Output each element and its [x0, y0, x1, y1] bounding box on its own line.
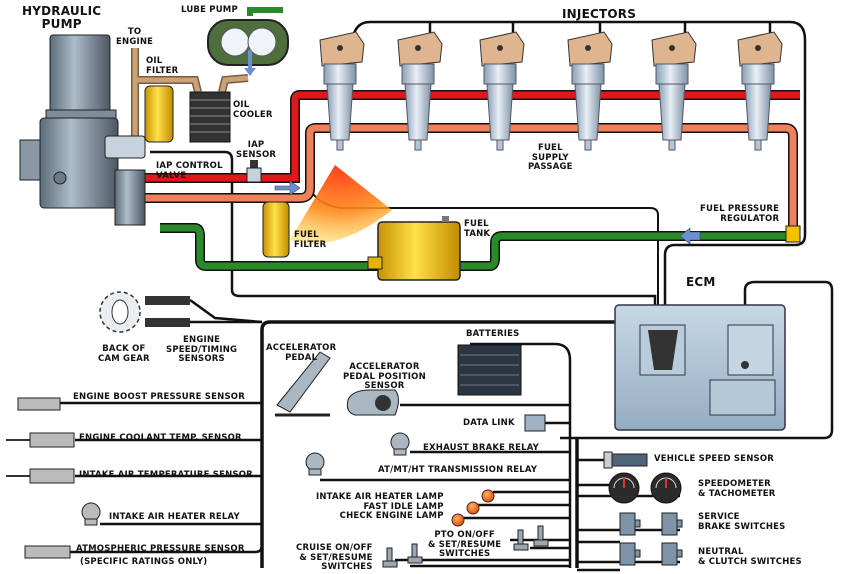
pto-switches-label: PTO ON/OFF & SET/RESUME SWITCHES: [428, 530, 502, 559]
oil-cooler: [189, 91, 231, 143]
accelerator-pedal: [275, 351, 331, 417]
flow-arrow-icon: [274, 180, 301, 196]
injector: [397, 31, 443, 151]
exhaust-brake-relay-label: EXHAUST BRAKE RELAY: [423, 443, 540, 453]
tachometer-gauge-icon: [650, 472, 682, 504]
transmission-relay-label: AT/MT/HT TRANSMISSION RELAY: [378, 465, 538, 475]
injector: [737, 31, 783, 151]
engine-speed-timing-sensors-label: ENGINE SPEED/TIMING SENSORS: [166, 335, 238, 364]
pto-switch-icon: [533, 525, 549, 547]
oil-filter-label: OIL FILTER: [146, 56, 179, 76]
injectors-label: INJECTORS: [562, 7, 637, 21]
lube-pump-inlet: [247, 7, 283, 16]
ecm: [614, 304, 786, 431]
accelerator-pedal-position-sensor: [346, 389, 399, 416]
lube-pump-label: LUBE PUMP: [181, 5, 238, 15]
boost-pressure-sensor-icon: [17, 397, 61, 411]
cruise-switches-label: CRUISE ON/OFF & SET/RESUME SWITCHES: [296, 543, 373, 572]
wiring-harness: [60, 20, 834, 572]
ecm-label: ECM: [686, 275, 716, 289]
fuel-filter-label: FUEL FILTER: [294, 230, 327, 250]
intake-air-temp-sensor-icon: [6, 468, 75, 484]
accelerator-pedal-position-sensor-label: ACCELERATOR PEDAL POSITION SENSOR: [343, 362, 426, 391]
fuel-pressure-regulator-label: FUEL PRESSURE REGULATOR: [700, 204, 780, 224]
cruise-switch-icon: [407, 543, 423, 564]
hydraulic-pump: [19, 34, 146, 226]
atmospheric-pressure-sensor-icon: [24, 545, 71, 559]
indicator-lamps: [451, 489, 495, 527]
fuel-filter: [262, 201, 290, 258]
neutral-clutch-switches-label: NEUTRAL & CLUTCH SWITCHES: [698, 547, 802, 567]
lube-pump: [207, 19, 289, 76]
clutch-switch-icon: [661, 542, 683, 566]
vehicle-speed-sensor-label: VEHICLE SPEED SENSOR: [654, 454, 774, 464]
speedometer-gauge-icon: [608, 472, 640, 504]
back-of-cam-gear-label: BACK OF CAM GEAR: [98, 344, 150, 364]
service-brake-switch-icon: [619, 512, 641, 536]
speedometer-tachometer-label: SPEEDOMETER & TACHOMETER: [698, 479, 776, 499]
exhaust-brake-relay-icon: [390, 432, 410, 456]
data-link-label: DATA LINK: [463, 418, 515, 428]
engine-coolant-temp-sensor-label: ENGINE COOLANT TEMP. SENSOR: [79, 433, 242, 443]
hydraulic-pump-label: HYDRAULIC PUMP: [22, 4, 102, 31]
injector: [651, 31, 697, 151]
accelerator-pedal-label: ACCELERATOR PEDAL: [266, 343, 337, 363]
intake-air-temperature-sensor-label: INTAKE AIR TEMPERATURE SENSOR: [79, 470, 253, 480]
injector: [319, 31, 365, 151]
injector: [567, 31, 613, 151]
transmission-relay-icon: [305, 452, 325, 476]
speed-timing-sensors: [145, 296, 190, 327]
oil-cooler-label: OIL COOLER: [233, 100, 273, 120]
injectors: [319, 31, 783, 151]
iap-sensor-label: IAP SENSOR: [236, 140, 277, 160]
cruise-switch-icon: [382, 547, 398, 568]
iap-sensor: [246, 160, 262, 183]
vehicle-speed-sensor-icon: [603, 451, 648, 469]
intake-air-heater-relay-label: INTAKE AIR HEATER RELAY: [109, 512, 240, 522]
intake-air-heater-relay-icon: [81, 502, 101, 526]
service-brake-switches-label: SERVICE BRAKE SWITCHES: [698, 512, 786, 532]
flow-arrow-icon: [679, 227, 701, 245]
lamps-label: INTAKE AIR HEATER LAMP FAST IDLE LAMP CH…: [316, 492, 444, 521]
fuel-tank: [367, 216, 461, 281]
pto-switch-icon: [513, 529, 529, 551]
fuel-spray: [290, 165, 392, 244]
batteries: [457, 344, 522, 396]
to-engine-label: TO ENGINE: [116, 27, 154, 47]
fuel-supply-passage-label: FUEL SUPPLY PASSAGE: [528, 143, 573, 172]
iap-control-valve-label: IAP CONTROL VALVE: [156, 161, 223, 181]
oil-filter: [144, 85, 174, 143]
engine-boost-pressure-sensor-label: ENGINE BOOST PRESSURE SENSOR: [73, 392, 245, 402]
fuel-pressure-regulator: [785, 225, 801, 243]
service-brake-switch-icon: [661, 512, 683, 536]
data-link-connector: [524, 414, 546, 432]
fuel-tank-label: FUEL TANK: [464, 219, 491, 239]
batteries-label: BATTERIES: [466, 329, 520, 339]
coolant-temp-sensor-icon: [6, 432, 75, 448]
injector: [479, 31, 525, 151]
atmospheric-pressure-sensor-label: ATMOSPHERIC PRESSURE SENSOR: [76, 544, 245, 554]
cam-gear: [99, 291, 141, 333]
specific-ratings-only-label: (SPECIFIC RATINGS ONLY): [80, 557, 208, 567]
neutral-switch-icon: [619, 542, 641, 566]
